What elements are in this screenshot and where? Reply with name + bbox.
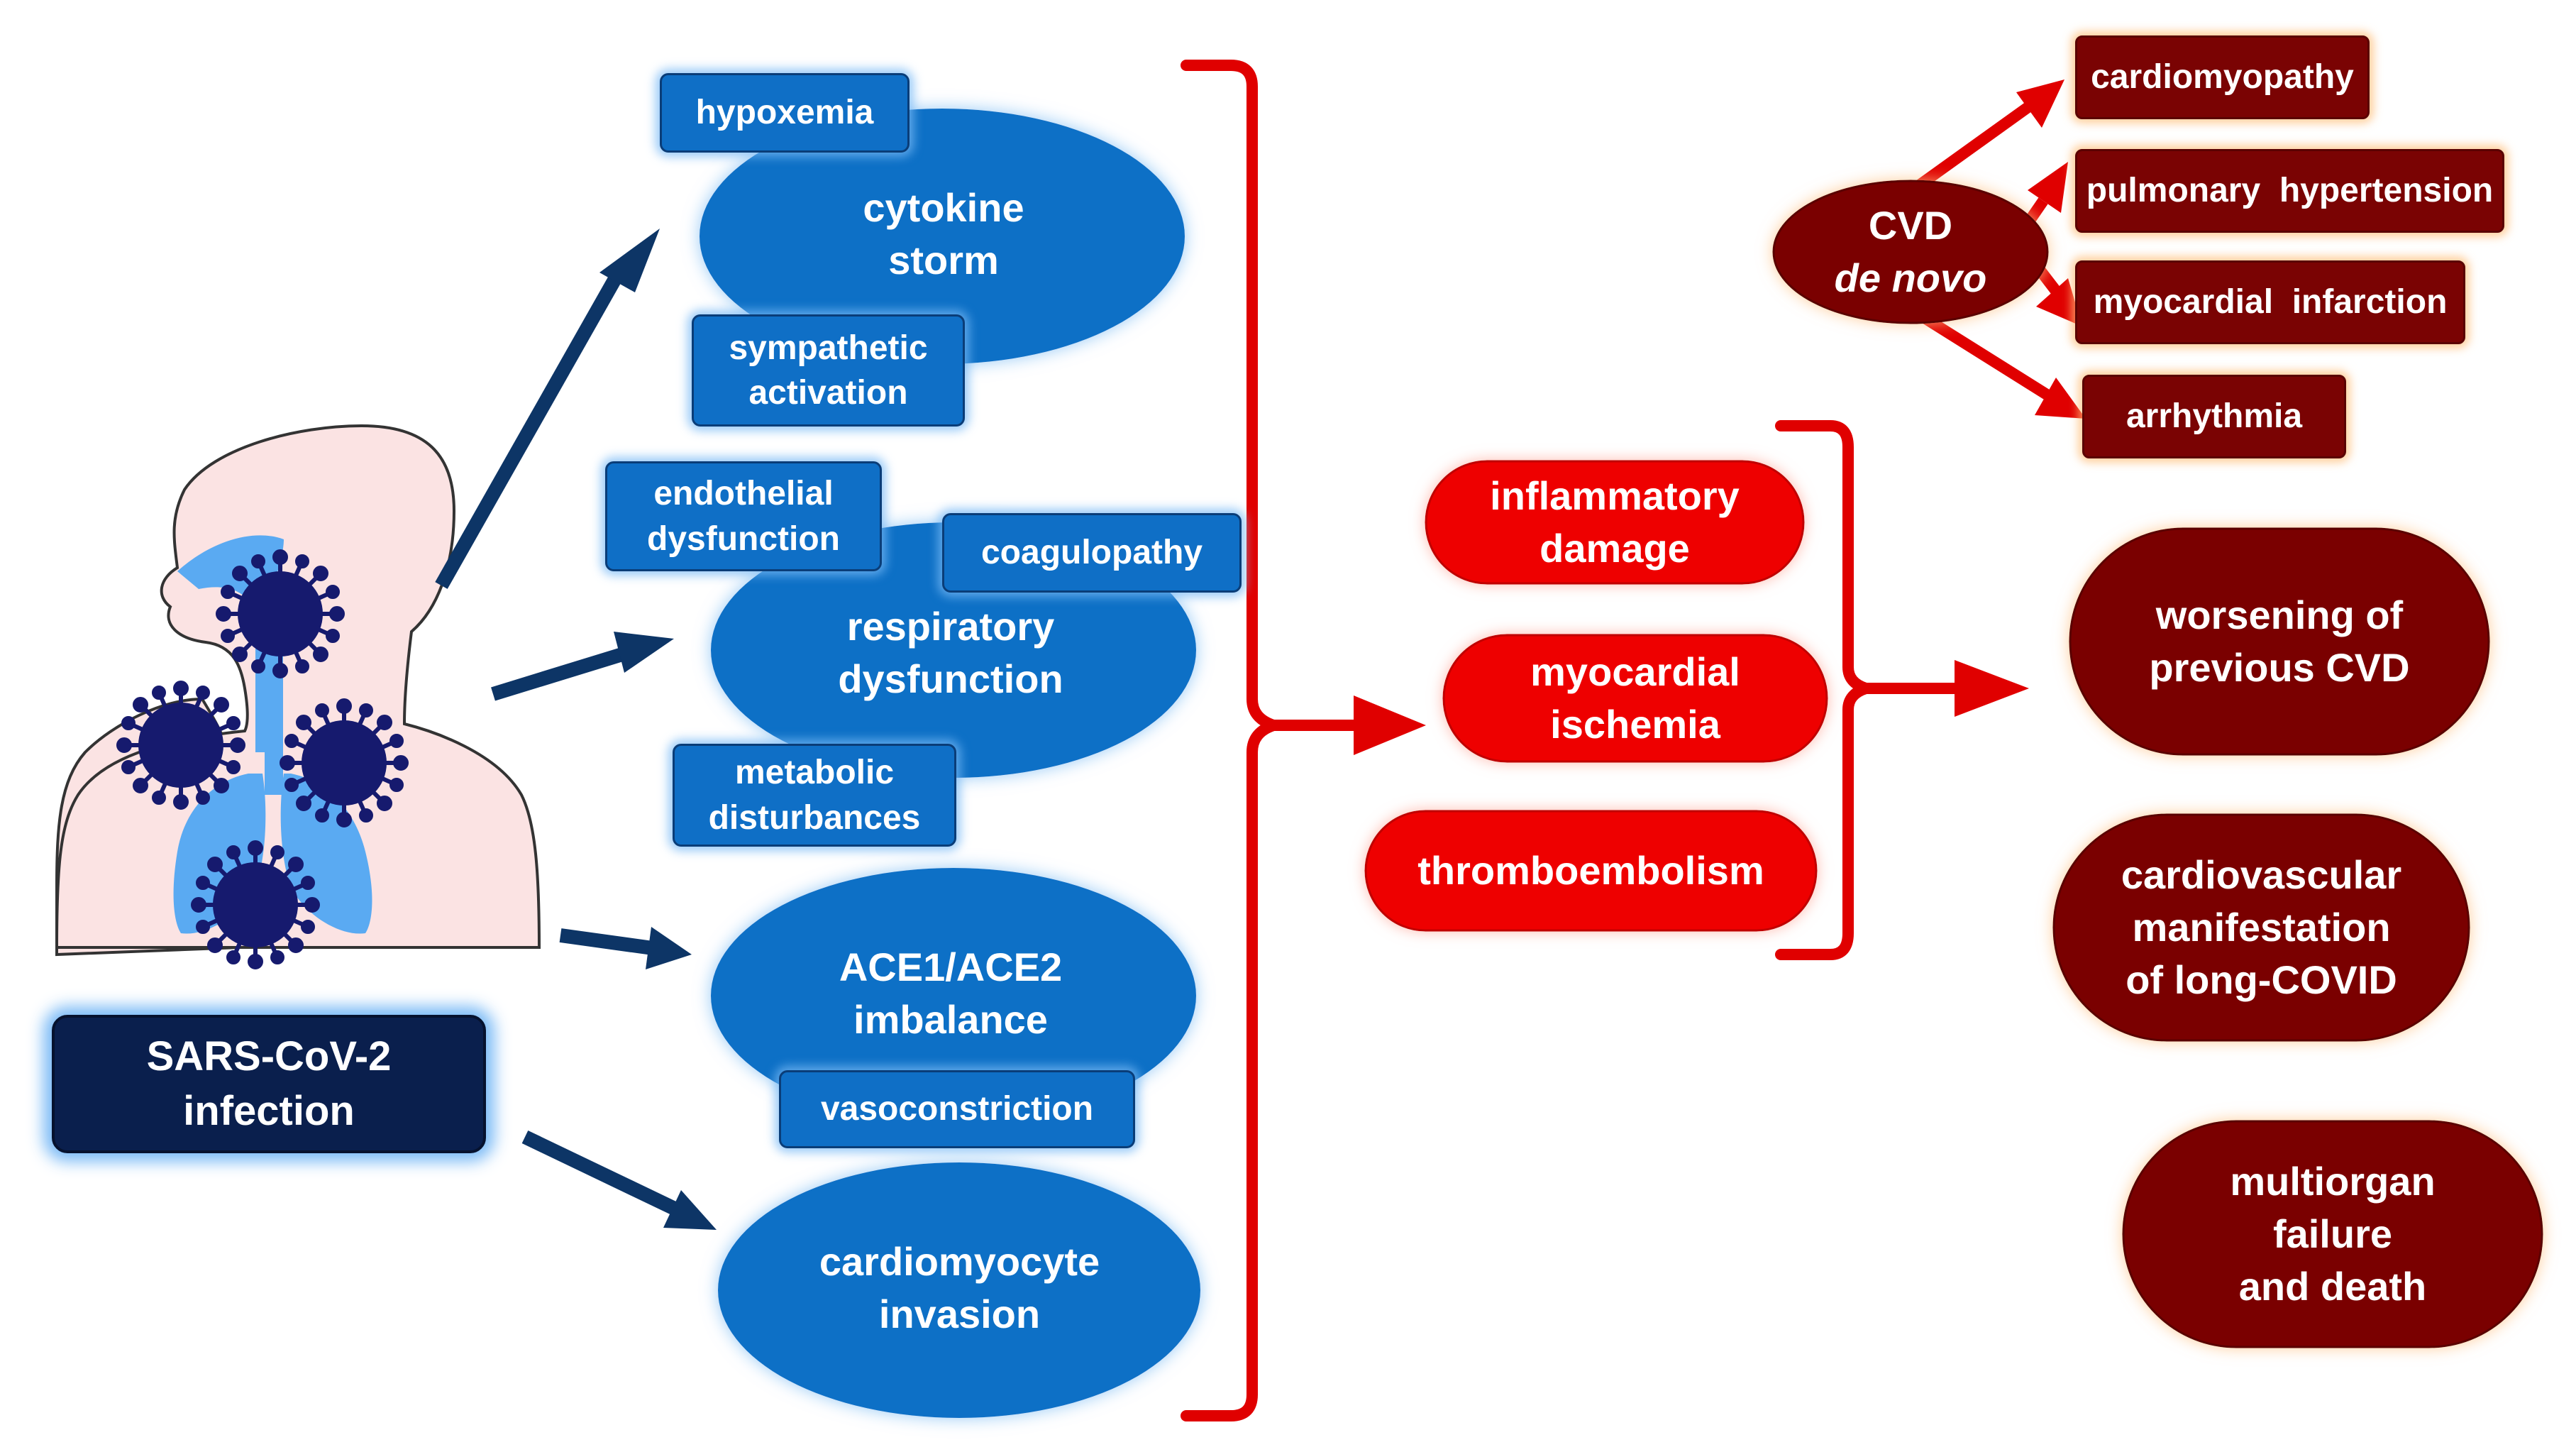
worsening-previous-cvd-label: worsening of previous CVD (2070, 529, 2489, 754)
coagulopathy-box: coagulopathy (942, 513, 1242, 593)
arrhythmia-box: arrhythmia (2082, 375, 2346, 458)
myocardial-infarction-box: myocardial infarction (2075, 260, 2465, 344)
sars-cov-2-infection-box: SARS-CoV-2 infection (52, 1015, 486, 1153)
endothelial-line2: dysfunction (647, 519, 840, 558)
multiorgan-line1: multiorgan (2230, 1159, 2436, 1204)
cardiomyocyte-line1: cardiomyocyte (819, 1239, 1100, 1285)
sympathetic-line1: sympathetic (729, 329, 928, 367)
cardiomyocyte-invasion-label: cardiomyocyte invasion (773, 1217, 1146, 1359)
long-covid-oval (2052, 813, 2470, 1042)
long-covid-line2: manifestation (2132, 905, 2391, 950)
inflammatory-damage-label: inflammatory damage (1426, 461, 1803, 583)
ischemia-line2: ischemia (1550, 702, 1720, 747)
myocardial-ischemia-pill (1442, 634, 1828, 763)
inflammatory-line1: inflammatory (1490, 473, 1740, 519)
cvd-de-novo-oval (1772, 180, 2049, 324)
pulmonary-hypertension-box: pulmonary hypertension (2075, 149, 2504, 233)
myocardial-infarction-label: myocardial infarction (2093, 283, 2448, 321)
long-covid-label: cardiovascular manifestation of long-COVID (2054, 815, 2469, 1040)
virus-icon (118, 683, 243, 808)
thromboembolism-text: thromboembolism (1417, 848, 1764, 893)
metabolic-line2: disturbances (708, 798, 921, 837)
long-covid-line1: cardiovascular (2121, 852, 2402, 898)
arrhythmia-label: arrhythmia (2126, 397, 2303, 436)
vasoconstriction-box: vasoconstriction (779, 1070, 1135, 1148)
multiorgan-failure-label: multiorgan failure and death (2123, 1121, 2542, 1347)
inflammatory-line2: damage (1539, 526, 1690, 571)
metabolic-disturbances-box: metabolic disturbances (673, 744, 956, 847)
infection-arrows (435, 229, 717, 1230)
worsening-previous-cvd-oval (2069, 527, 2490, 756)
sympathetic-activation-box: sympathetic activation (692, 314, 965, 427)
inflammatory-damage-pill (1425, 460, 1805, 585)
cytokine-storm-line1: cytokine (863, 185, 1024, 231)
ace-imbalance-ellipse (711, 868, 1196, 1123)
effects-bracket (1775, 420, 1967, 960)
myocardial-ischemia-label: myocardial ischemia (1444, 635, 1827, 761)
multiorgan-line3: and death (2238, 1263, 2427, 1309)
virus-icon (282, 700, 407, 825)
endothelial-dysfunction-box: endothelial dysfunction (605, 461, 882, 571)
cvd-line2: de novo (1834, 255, 1987, 300)
cardiomyocyte-invasion-ellipse (718, 1162, 1200, 1418)
respiratory-dysfunction-label: respiratory dysfunction (766, 582, 1135, 724)
cytokine-storm-line2: storm (888, 238, 999, 282)
mechanisms-bracket (1181, 60, 1368, 1421)
thromboembolism-pill (1364, 810, 1818, 932)
long-covid-line3: of long-COVID (2126, 957, 2397, 1002)
cvd-branch-arrows (1905, 79, 2086, 419)
cytokine-storm-ellipse (700, 109, 1185, 364)
infection-label-line1: SARS-CoV-2 (146, 1033, 392, 1079)
ace-line2: imbalance (853, 997, 1048, 1042)
multiorgan-failure-oval (2122, 1120, 2543, 1348)
respiratory-line2: dysfunction (838, 656, 1063, 701)
effects-arrow-head (1955, 660, 2029, 717)
vasoconstriction-label: vasoconstriction (820, 1090, 1094, 1128)
worsening-line2: previous CVD (2149, 645, 2410, 690)
pulmonary-hypertension-label: pulmonary hypertension (2086, 172, 2494, 210)
virus-icon (218, 551, 343, 676)
worsening-line1: worsening of (2155, 593, 2404, 638)
ace-imbalance-label: ACE1/ACE2 imbalance (766, 923, 1135, 1065)
endothelial-line1: endothelial (653, 475, 834, 513)
ace-line1: ACE1/ACE2 (839, 945, 1063, 990)
multiorgan-line2: failure (2272, 1211, 2393, 1257)
metabolic-line1: metabolic (734, 754, 895, 792)
infection-label-line2: infection (183, 1087, 355, 1134)
sympathetic-line2: activation (748, 374, 908, 412)
hypoxemia-box: hypoxemia (660, 73, 910, 153)
cardiomyopathy-box: cardiomyopathy (2075, 35, 2370, 119)
cvd-line1: CVD (1868, 203, 1953, 248)
respiratory-line1: respiratory (846, 604, 1055, 649)
virus-icon (193, 842, 318, 967)
cvd-de-novo-label: CVD de novo (1774, 181, 2047, 323)
hypoxemia-label: hypoxemia (695, 94, 874, 132)
cardiomyocyte-line2: invasion (878, 1292, 1041, 1336)
coagulopathy-label: coagulopathy (980, 534, 1203, 572)
bracket-arrow-head (1354, 695, 1426, 755)
cytokine-storm-label: cytokine storm (759, 163, 1128, 305)
cardiomyopathy-label: cardiomyopathy (2091, 58, 2354, 97)
ischemia-line1: myocardial (1530, 649, 1740, 695)
thromboembolism-label: thromboembolism (1366, 811, 1816, 930)
